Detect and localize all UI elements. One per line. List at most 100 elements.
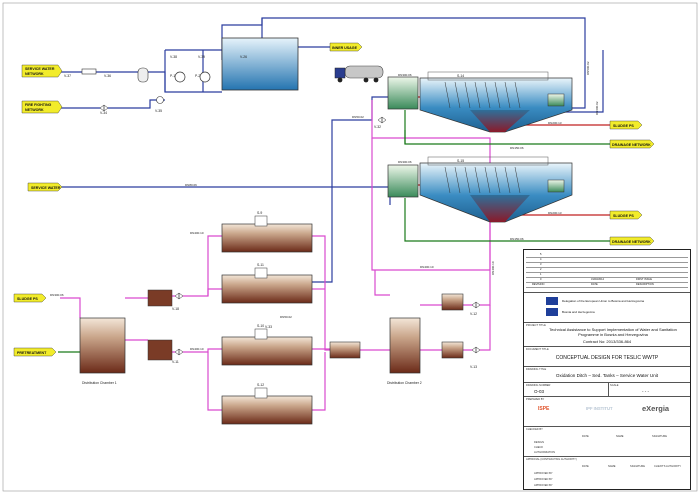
drawing-no-label: DRAWING NUMBER	[526, 384, 551, 387]
client-line-2: Bosnia and Herzegovina	[562, 310, 595, 314]
label-service-water-network-2: NETWORK	[25, 72, 44, 76]
approval-row-1: APPROVED BY	[534, 472, 553, 475]
row-designed: DESIGN	[534, 441, 544, 444]
label-dist-chamber-2: Distribution Chamber 2	[387, 381, 422, 385]
project-section: PROJECT TITLE Technical Assistance to Su…	[524, 322, 690, 347]
ditch-s9b	[221, 274, 313, 304]
pipe-dn50-a: DN50.02	[352, 115, 364, 119]
sludge-chamber-a	[147, 289, 173, 307]
sedimentation-tank-s15	[387, 156, 573, 223]
sludge-pit-b	[441, 341, 464, 359]
label-fire-fighting-2: NETWORK	[25, 108, 44, 112]
approval-row-2: APPROVED BY	[534, 478, 553, 481]
tag-v18: V-18	[172, 307, 179, 311]
rev-col-date: DATE	[591, 283, 598, 286]
tag-s9: S-9	[257, 211, 262, 215]
rev-row-2: 2	[540, 268, 542, 271]
checked-label: CHECKED BY	[526, 428, 543, 431]
rev-row-5: 5	[540, 253, 542, 256]
scale-value: - - -	[642, 389, 649, 394]
row-check: CHECK	[534, 446, 544, 449]
valve-v31-icon	[156, 96, 164, 104]
yellow-flags: SERVICE WATER NETWORK FIRE FIGHTING NETW…	[13, 42, 655, 357]
rev-0-date: 31/03/2014	[591, 278, 604, 281]
green-pipes	[58, 110, 610, 353]
tag-v12: V-12	[470, 312, 477, 316]
pump-p2-icon	[199, 71, 211, 83]
pipe-dn150-b: DN150.06	[510, 237, 524, 241]
tag-v38: V-38	[170, 55, 177, 59]
prepared-label: PREPARED BY	[526, 398, 545, 401]
distribution-chamber-2	[389, 317, 421, 374]
label-service-water-network-1: SERVICE WATER	[25, 67, 55, 71]
tag-v32: V-32	[374, 125, 381, 129]
label-inner-usage: INNER USAGE	[332, 46, 358, 50]
tag-v37: V-37	[64, 74, 71, 78]
document-title: CONCEPTUAL DESIGN FOR TESLIC WWTP	[555, 355, 659, 361]
drawing-border	[2, 2, 698, 492]
rev-col-revision: REVISION	[532, 283, 545, 286]
pipe-dn500-right: DN500.02	[586, 61, 590, 75]
pipe-dn400-c: DN400.10	[420, 265, 434, 269]
sludge-chamber-b	[147, 339, 173, 361]
label-fire-fighting-1: FIRE FIGHTING	[25, 103, 52, 107]
approval-col-client: CLIENT'S AUTHORITY	[654, 465, 682, 468]
tanker-truck-icon	[334, 65, 384, 83]
title-block: 5 4 3 2 1 0 31/03/2014 FIRST ISSUE REVIS…	[523, 249, 691, 490]
label-pretreatment: PRETREATMENT	[17, 351, 47, 355]
pipe-labels: DN300.06 DN300.06 DN200.13 DN200.13 DN15…	[50, 61, 599, 351]
pipe-dn400-b: DN400.10	[190, 347, 204, 351]
label-sludge-ps-left: SLUDGE PS	[17, 297, 38, 301]
prepared-section: PREPARED BY ISPE IPF INSTITUT eXergia	[524, 396, 690, 427]
client-section: Delegation of the European Union to Bosn…	[524, 292, 690, 323]
drawing-title-section: DRAWING TITLE Oxidation Ditch – Sed. Tan…	[524, 366, 690, 383]
rev-row-1: 1	[540, 273, 542, 276]
tag-v35: V-35	[155, 109, 162, 113]
contract-no: Contract No: 2013/336-864	[582, 339, 632, 344]
tag-s10: S-10	[257, 324, 264, 328]
col-name: NAME	[616, 435, 624, 438]
rev-row-3: 3	[540, 263, 542, 266]
logo-exergia: eXergia	[642, 404, 670, 413]
valves	[99, 104, 481, 356]
tag-v26: V-26	[240, 55, 247, 59]
ditch-s9a	[221, 223, 313, 253]
label-dist-chamber-1: Distribution Chamber 1	[82, 381, 117, 385]
document-section: DOCUMENT TITLE CONCEPTUAL DESIGN FOR TES…	[524, 346, 690, 367]
service-water-unit	[81, 37, 384, 104]
pipe-dn300-dist: DN300.06	[50, 293, 64, 297]
label-service-water: SERVICE WATER	[31, 186, 61, 190]
rev-col-description: DESCRIPTION	[636, 283, 654, 286]
approval-col-name: NAME	[608, 465, 616, 468]
pipe-dn600-right: DN600.02	[595, 101, 599, 115]
drawing-title: Oxidation Ditch – Sed. Tanks – Service W…	[555, 373, 659, 378]
pipe-dn50-b: DN50.02	[280, 315, 292, 319]
flow-meter	[81, 68, 97, 75]
logo-ipf: IPF INSTITUT	[586, 406, 613, 411]
checked-section: CHECKED BY DATE NAME SIGNATURE DESIGN CH…	[524, 426, 690, 457]
drawing-label: DRAWING TITLE	[526, 368, 547, 371]
transfer-chamber	[329, 341, 361, 359]
tag-s11: S-11	[257, 263, 264, 267]
tag-v13: V-13	[470, 365, 477, 369]
label-sludge-ps-mid: SLUDGE PS	[613, 214, 634, 218]
oxidation-ditches	[147, 215, 313, 425]
pipe-dn300-mid: DN300.06	[398, 160, 412, 164]
pipe-dn400-vert: DN400.10	[491, 261, 495, 275]
drawing-number-section: DRAWING NUMBER O-03 SCALE - - -	[524, 382, 690, 397]
label-drainage-top: DRAINAGE NETWORK	[612, 143, 651, 147]
pipe-dn80-service: DN80.06	[185, 183, 197, 187]
pipe-dn200-a: DN200.13	[548, 121, 562, 125]
pump-p1-icon	[174, 71, 186, 83]
ditch-s10a	[221, 336, 313, 366]
tag-s15: S-15	[457, 159, 464, 163]
tag-v11: V-11	[172, 360, 179, 364]
rev-row-4: 4	[540, 258, 542, 261]
sludge-pit-a	[441, 293, 464, 311]
scale-label: SCALE	[610, 384, 619, 387]
pipe-dn150-a: DN150.06	[510, 146, 524, 150]
tag-s14: S-14	[457, 74, 464, 78]
tag-v33: V-33	[265, 325, 272, 329]
